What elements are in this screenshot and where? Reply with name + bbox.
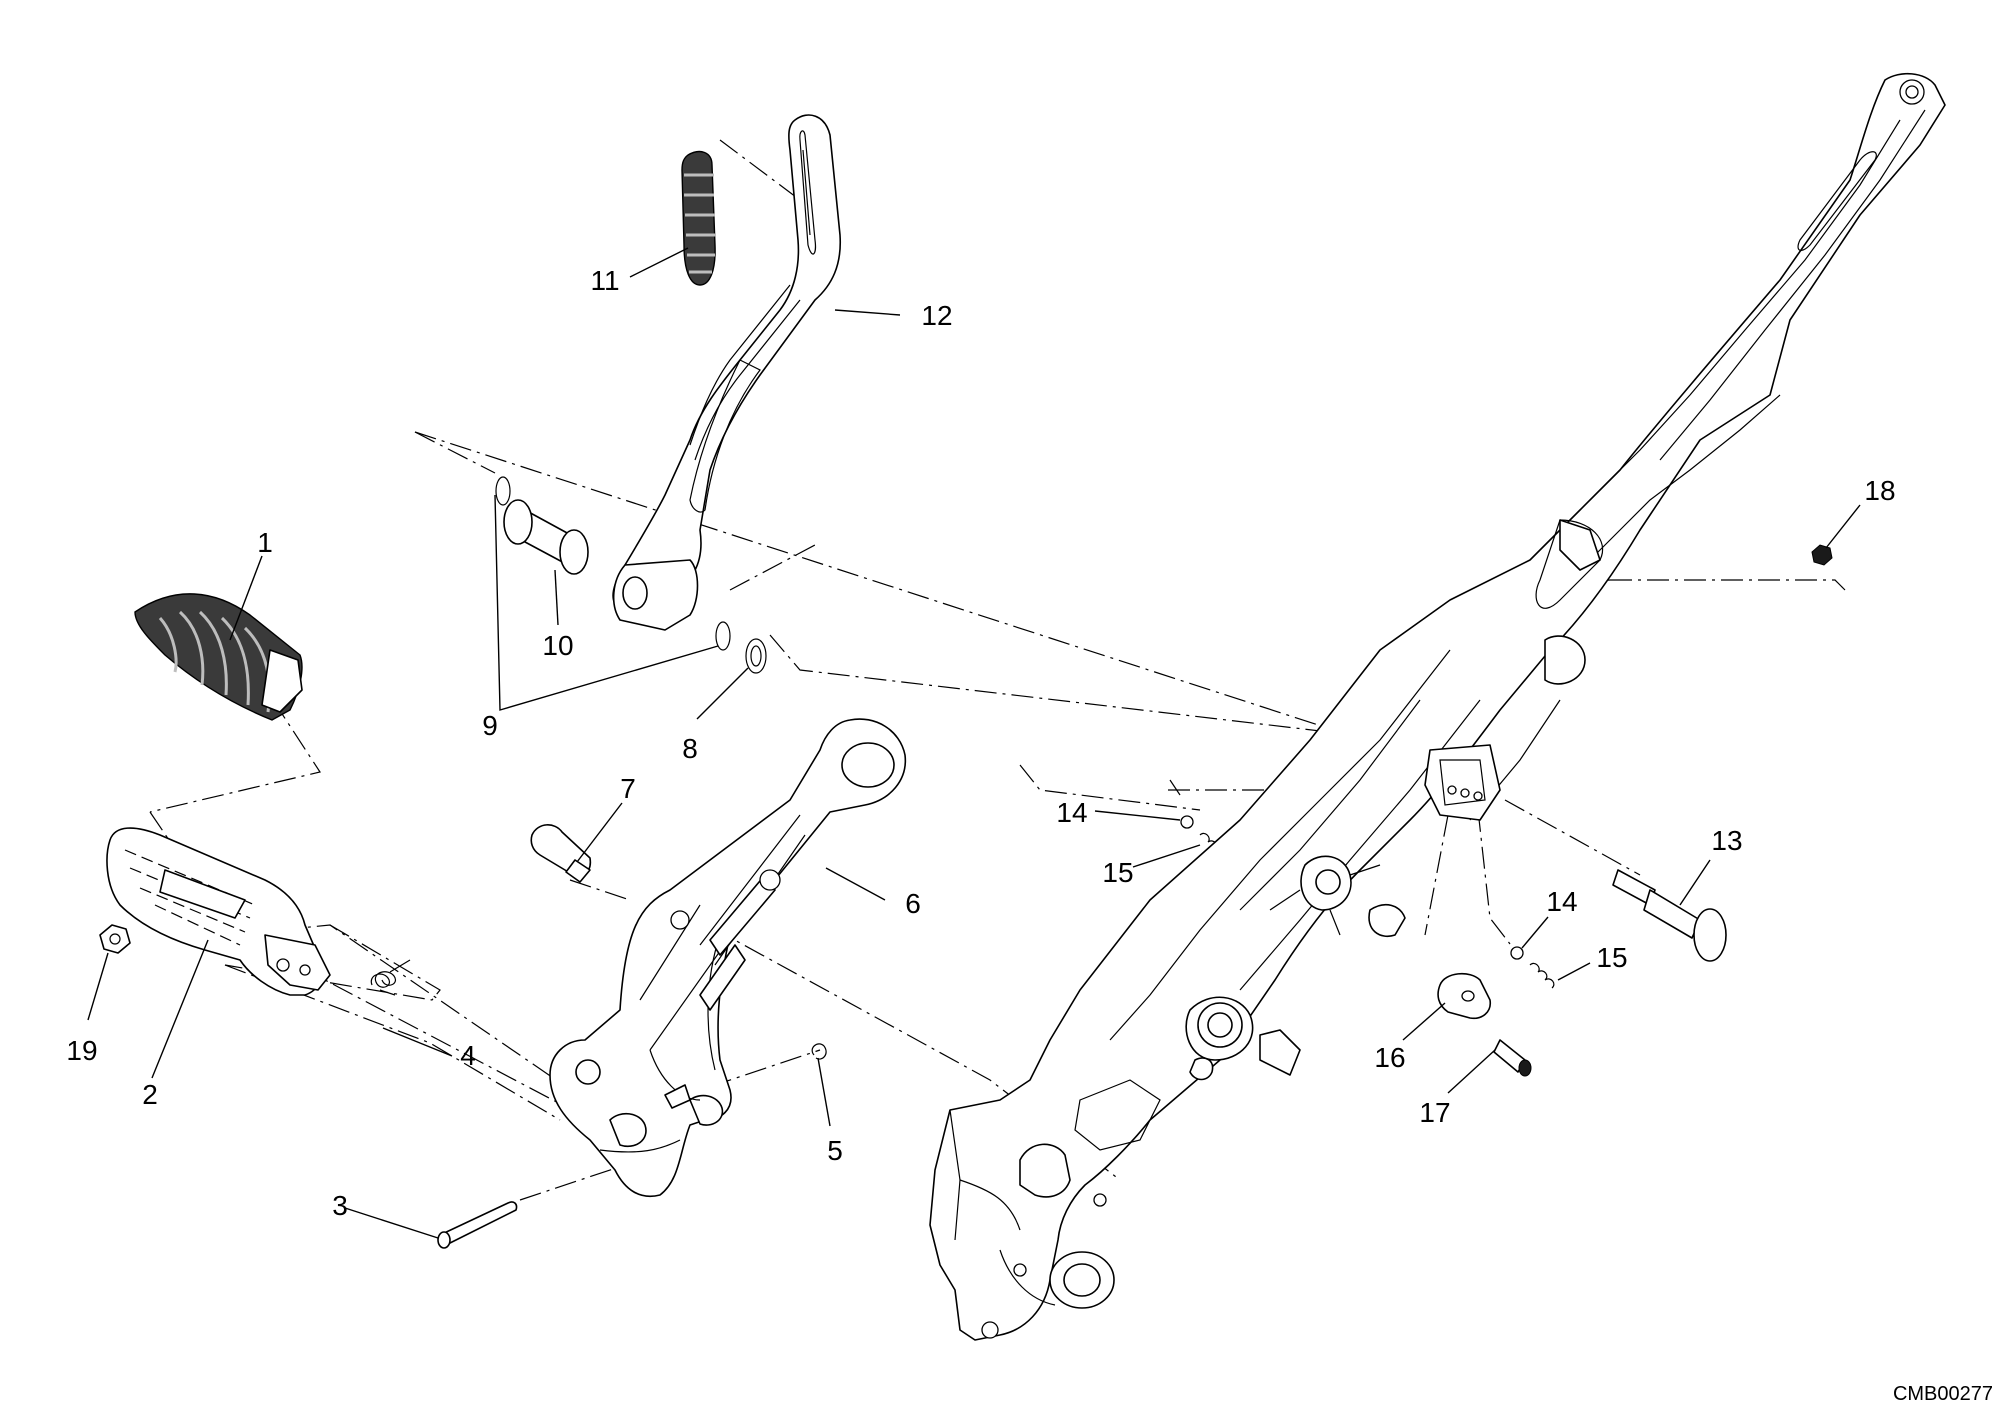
drawing-code: CMB00277 (1893, 1383, 1993, 1405)
callout-14a: 14 (1056, 797, 1087, 828)
leader-15a (1132, 844, 1201, 868)
callout-1: 1 (257, 527, 273, 558)
leader-14a (1094, 810, 1181, 821)
callout-15a: 15 (1102, 857, 1133, 888)
part-5-clip (811, 1043, 827, 1060)
leader-11 (629, 247, 689, 278)
leader-1 (229, 555, 263, 641)
callout-5: 5 (827, 1135, 843, 1166)
callout-8: 8 (682, 733, 698, 764)
part-8-washer (745, 638, 767, 674)
part-11-lever-rubber (681, 150, 716, 286)
leader-5 (817, 1057, 831, 1127)
callout-19: 19 (66, 1035, 97, 1066)
part-13-pivot-pin (1612, 869, 1727, 962)
part-6-bracket (549, 718, 907, 1197)
leader-9 (494, 494, 719, 711)
leader-18 (1825, 504, 1861, 549)
leader-16 (1402, 1002, 1446, 1041)
leader-7 (576, 802, 623, 863)
part-15-spring-lower (1529, 962, 1555, 989)
leader-3 (344, 1207, 439, 1239)
callout-15b: 15 (1596, 942, 1627, 973)
leader-6 (825, 867, 886, 901)
assembly-axis-lines (149, 139, 1846, 1201)
callout-16: 16 (1374, 1042, 1405, 1073)
callout-13: 13 (1711, 825, 1742, 856)
part-16-cover-cap (1437, 972, 1492, 1020)
callout-10: 10 (542, 630, 573, 661)
callout-11: 11 (590, 265, 619, 296)
part-19-nut (99, 924, 131, 954)
callout-6: 6 (905, 888, 921, 919)
callout-3: 3 (332, 1190, 348, 1221)
callout-14b: 14 (1546, 886, 1577, 917)
main-subframe (929, 72, 1946, 1341)
part-10-bushing (503, 499, 589, 575)
callout-17: 17 (1419, 1097, 1450, 1128)
leader-4 (382, 1027, 453, 1057)
part-3-pin (437, 1201, 518, 1249)
part-9-circlips (495, 476, 731, 651)
leader-lines (87, 247, 1861, 1239)
callout-2: 2 (142, 1079, 158, 1110)
leader-13 (1679, 859, 1711, 906)
callout-4: 4 (460, 1040, 476, 1071)
leader-15b (1557, 962, 1591, 981)
leader-2 (151, 939, 209, 1079)
callout-12: 12 (921, 300, 952, 331)
leader-12 (834, 309, 901, 316)
leader-8 (696, 667, 749, 720)
leader-14b (1521, 916, 1549, 949)
part-4-spring (370, 959, 411, 996)
callout-numbers: 1 2 3 4 5 6 7 8 9 10 11 12 13 14 14 15 1… (66, 265, 1895, 1221)
part-1-rubber-insert (134, 593, 303, 721)
part-18-nut (1811, 544, 1833, 566)
callout-18: 18 (1864, 475, 1895, 506)
part-14-ball-lower (1510, 946, 1524, 960)
leader-10 (554, 569, 559, 626)
leader-19 (87, 952, 109, 1021)
part-2-footpeg (106, 827, 331, 996)
leader-17 (1447, 1049, 1496, 1094)
part-14-ball-upper (1180, 815, 1194, 829)
callout-7: 7 (620, 773, 636, 804)
part-12-brake-lever (612, 114, 842, 631)
callout-9: 9 (482, 710, 498, 741)
part-17-screw (1493, 1039, 1532, 1077)
part-7-bolt (530, 824, 592, 883)
